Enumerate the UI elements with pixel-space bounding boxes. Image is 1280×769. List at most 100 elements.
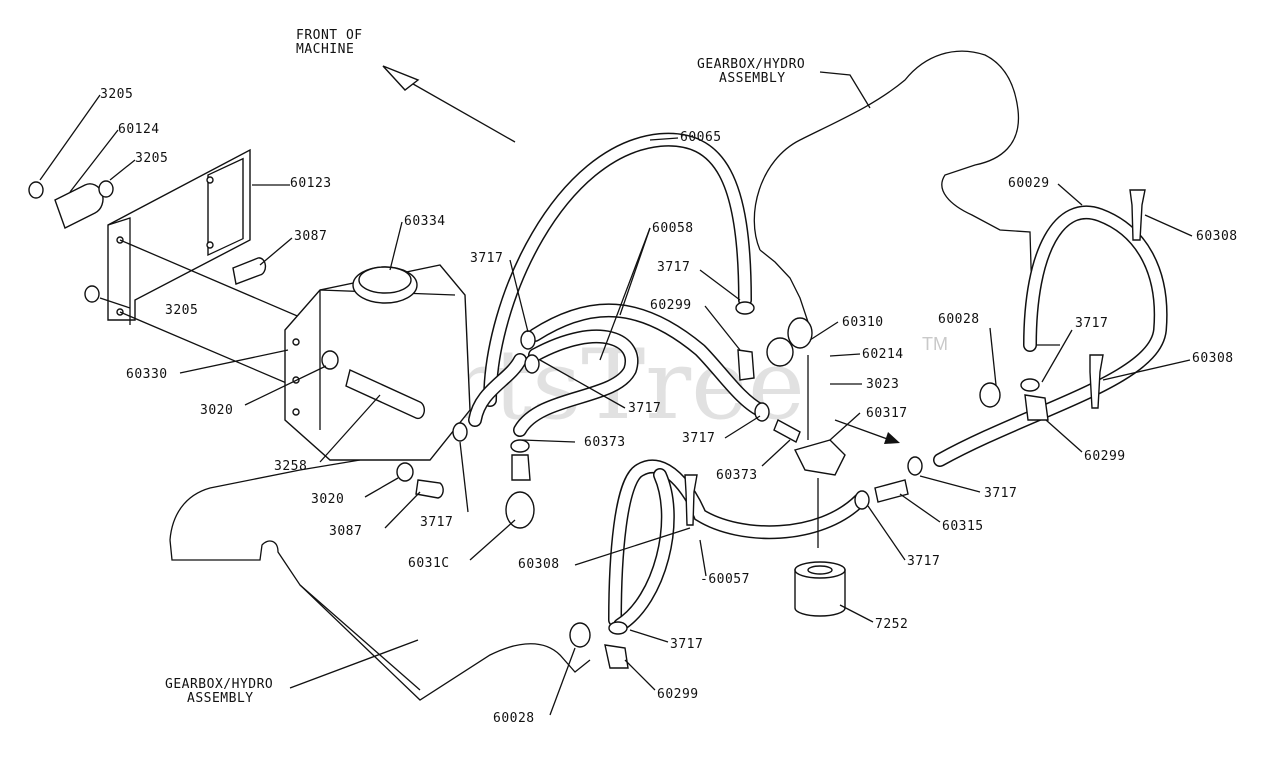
callout-label: 3717 — [670, 637, 703, 652]
hose-clamp-3717 — [520, 330, 536, 350]
bracket-plate — [207, 157, 244, 257]
callout-label: 3205 — [135, 151, 168, 166]
callout-label: 60028 — [938, 312, 980, 327]
hose-lower-return — [613, 468, 675, 632]
oil-filter-7252 — [794, 561, 846, 617]
callout-label: 60308 — [1196, 229, 1238, 244]
fitting-60373 — [511, 454, 531, 481]
callout-label: 3717 — [984, 486, 1017, 501]
nut-3205 — [84, 285, 100, 303]
callout-label: 60373 — [716, 468, 758, 483]
callout-label: 3205 — [100, 87, 133, 102]
gearbox-top-line1: GEARBOX/HYDRO — [697, 57, 805, 72]
callout-label: 60299 — [657, 687, 699, 702]
gearbox-hydro-upper-outline — [753, 50, 1060, 346]
hose-60057 — [608, 459, 867, 627]
adapter-60310 — [766, 337, 794, 367]
hose-clamp-3717 — [524, 354, 540, 374]
callout-label: 60308 — [1192, 351, 1234, 366]
callout-label: 3087 — [329, 524, 362, 539]
assembly-guide-line — [119, 239, 331, 331]
callout-label: 7252 — [875, 617, 908, 632]
fitting-60373 — [773, 419, 801, 443]
callout-label: 60028 — [493, 711, 535, 726]
gearbox-bottom-line2: ASSEMBLY — [187, 691, 254, 706]
fitting-6031C — [505, 491, 535, 529]
bolt-3087 — [232, 257, 267, 285]
hose-60058-a — [528, 303, 767, 417]
callout-label: 60065 — [680, 130, 722, 145]
hose-clamp-3717 — [907, 456, 923, 476]
callout-label: -60057 — [700, 572, 750, 587]
bracket-hole — [206, 241, 214, 249]
front-of-machine-line1: FRONT OF — [296, 28, 363, 43]
callout-label: 60058 — [652, 221, 694, 236]
tank-hole — [292, 408, 300, 416]
hose-clamp-3717 — [854, 490, 870, 510]
callout-label: 60317 — [866, 406, 908, 421]
front-arrow-head — [382, 65, 420, 91]
spacer-60124 — [54, 183, 104, 229]
callout-label: 60029 — [1008, 176, 1050, 191]
callout-label: 60330 — [126, 367, 168, 382]
front-of-machine-line2: MACHINE — [296, 42, 354, 57]
callout-label: 60308 — [518, 557, 560, 572]
callout-labels: 3205 60124 3205 60123 3087 3205 60334 60… — [100, 87, 1238, 726]
hose-clamp-3717 — [1020, 378, 1040, 392]
gearbox-hydro-upper-edge — [759, 249, 809, 323]
mounting-bracket-edge — [107, 217, 131, 325]
callout-label: 3205 — [165, 303, 198, 318]
callout-label: 3717 — [470, 251, 503, 266]
callout-label: 3023 — [866, 377, 899, 392]
callout-label: 3020 — [200, 403, 233, 418]
callout-label: 60310 — [842, 315, 884, 330]
callout-label: 60214 — [862, 347, 904, 362]
gearbox-bottom-leader — [289, 639, 419, 689]
callout-label: 3258 — [274, 459, 307, 474]
callout-label: 60334 — [404, 214, 446, 229]
filter-flow-arrow — [834, 419, 891, 441]
filter-head-60317 — [793, 439, 846, 476]
fitting-60028 — [979, 382, 1001, 408]
tank-hole — [292, 338, 300, 346]
callout-label: 3717 — [682, 431, 715, 446]
fitting-60028 — [569, 622, 591, 648]
rod-3258 — [345, 369, 425, 420]
seal-60310 — [787, 317, 813, 349]
gearbox-top-line2: ASSEMBLY — [719, 71, 786, 86]
fitting-60299 — [737, 349, 755, 381]
callout-label: 3087 — [294, 229, 327, 244]
filter-flow-arrowhead — [884, 432, 900, 444]
watermark-trademark: TM — [922, 334, 948, 354]
callout-label: 3717 — [907, 554, 940, 569]
push-clip-60308 — [684, 474, 698, 526]
hose-tank-outlet — [468, 353, 527, 427]
callout-label: 60315 — [942, 519, 984, 534]
hose-clamp-3717 — [608, 621, 628, 635]
bolt-3087 — [415, 479, 444, 499]
hose-60065 — [483, 132, 752, 407]
callout-label: 3717 — [628, 401, 661, 416]
fitting-60299 — [1024, 394, 1049, 421]
nut-3205 — [98, 180, 114, 198]
reservoir-cap-top — [358, 266, 412, 294]
push-clip-60308 — [1129, 189, 1146, 241]
hose-60058-b — [513, 329, 639, 437]
callout-label: 6031C — [408, 556, 450, 571]
nut-3205 — [28, 181, 44, 199]
gearbox-hydro-lower-outline — [169, 459, 591, 701]
washer-3020 — [396, 462, 414, 482]
hose-clamp-3717 — [510, 439, 530, 453]
gearbox-bottom-line1: GEARBOX/HYDRO — [165, 677, 273, 692]
callout-label: 60124 — [118, 122, 160, 137]
fitting-60315 — [874, 479, 909, 503]
callout-leaders — [39, 94, 1193, 716]
hose-60029 — [933, 205, 1168, 467]
callout-label: 3020 — [311, 492, 344, 507]
bracket-hole — [206, 176, 214, 184]
callout-label: 3717 — [1075, 316, 1108, 331]
callout-label: 60123 — [290, 176, 332, 191]
callout-label: 3717 — [657, 260, 690, 275]
callout-label: 60373 — [584, 435, 626, 450]
